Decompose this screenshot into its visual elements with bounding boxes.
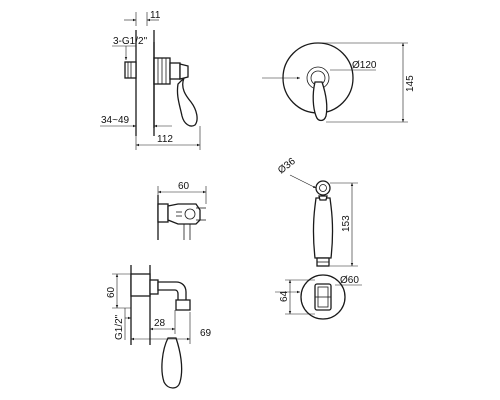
dim-plate-diameter: Ø120 [330, 60, 377, 71]
dim-flange-thickness: 11 [124, 10, 161, 26]
dim-holder-width: 60 [157, 181, 207, 204]
label-elbow-height: 60 [106, 286, 117, 298]
dim-holder-height: 64 [279, 279, 315, 315]
label-inlet-thread: 3-G1/2" [113, 36, 148, 47]
dim-inlet-thread: 3-G1/2" [112, 36, 148, 60]
label-holder-height: 64 [279, 290, 290, 302]
label-handset-length: 153 [341, 215, 352, 232]
dim-handset-length: 153 [330, 182, 358, 267]
dim-elbow-depth: 69 [130, 312, 212, 344]
label-elbow-offset: 28 [154, 318, 166, 329]
label-plate-diameter: Ø120 [352, 60, 377, 71]
label-front-height: 145 [405, 75, 416, 92]
dim-wall-depth: 34~49 [100, 115, 172, 128]
dim-holder-plate-diameter: Ø60 [335, 275, 362, 286]
holder-side-view [157, 195, 206, 240]
label-elbow-thread: G1/2" [114, 314, 125, 340]
label-holder-plate-diameter: Ø60 [340, 275, 359, 286]
label-wall-depth: 34~49 [101, 115, 130, 126]
label-holder-width: 60 [178, 181, 190, 192]
dim-side-depth: 112 [135, 126, 201, 150]
handset-view [312, 180, 334, 267]
label-handset-diameter: Ø36 [276, 156, 298, 177]
label-side-depth: 112 [157, 134, 173, 145]
dim-elbow-offset: 28 [149, 310, 176, 334]
mixer-side-view [124, 30, 198, 136]
label-flange-thickness: 11 [150, 10, 161, 21]
mixer-front-view [282, 42, 354, 122]
holder-front-view [300, 274, 346, 320]
label-elbow-depth: 69 [200, 328, 212, 339]
dim-elbow-thread: G1/2" [114, 308, 131, 340]
dim-handset-diameter: Ø36 [276, 156, 317, 189]
dim-elbow-height: 60 [106, 273, 131, 309]
dim-front-height: 145 [318, 42, 416, 123]
